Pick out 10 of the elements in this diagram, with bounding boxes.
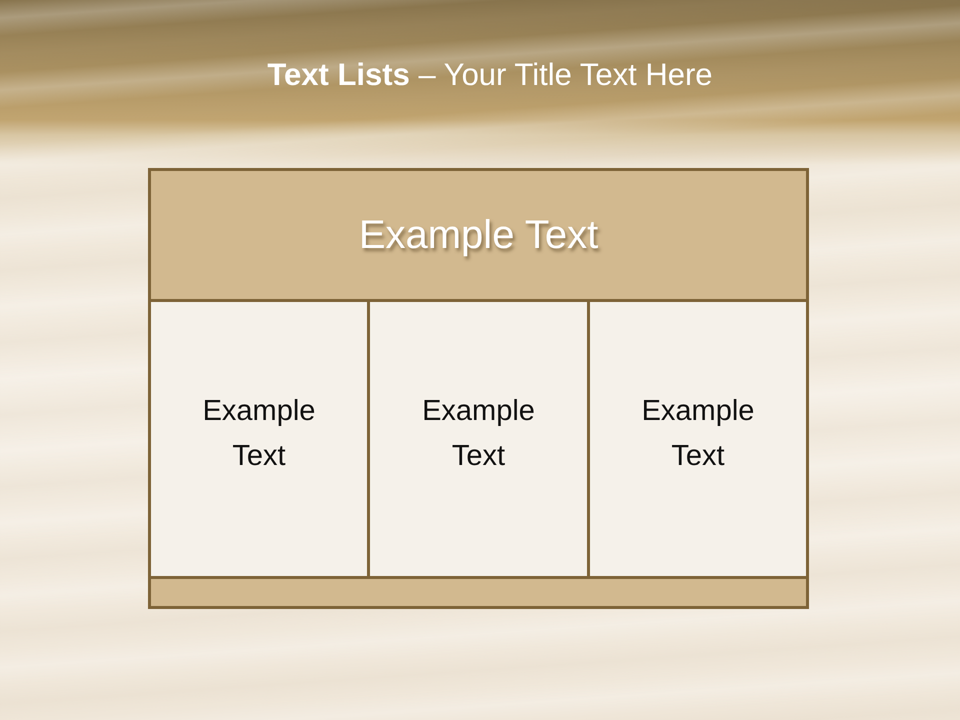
slide-title: Text Lists – Your Title Text Here [266, 56, 714, 94]
footer-bar [148, 576, 809, 609]
panel-text: Example Text [202, 394, 316, 474]
text-panel [587, 299, 809, 579]
panel-text: Example Text [421, 394, 536, 474]
text-panel [148, 299, 370, 579]
header-text: Example Text [358, 212, 598, 258]
text-panel [367, 299, 590, 579]
panel-text: Example Text [640, 394, 756, 474]
header-band [148, 168, 809, 302]
